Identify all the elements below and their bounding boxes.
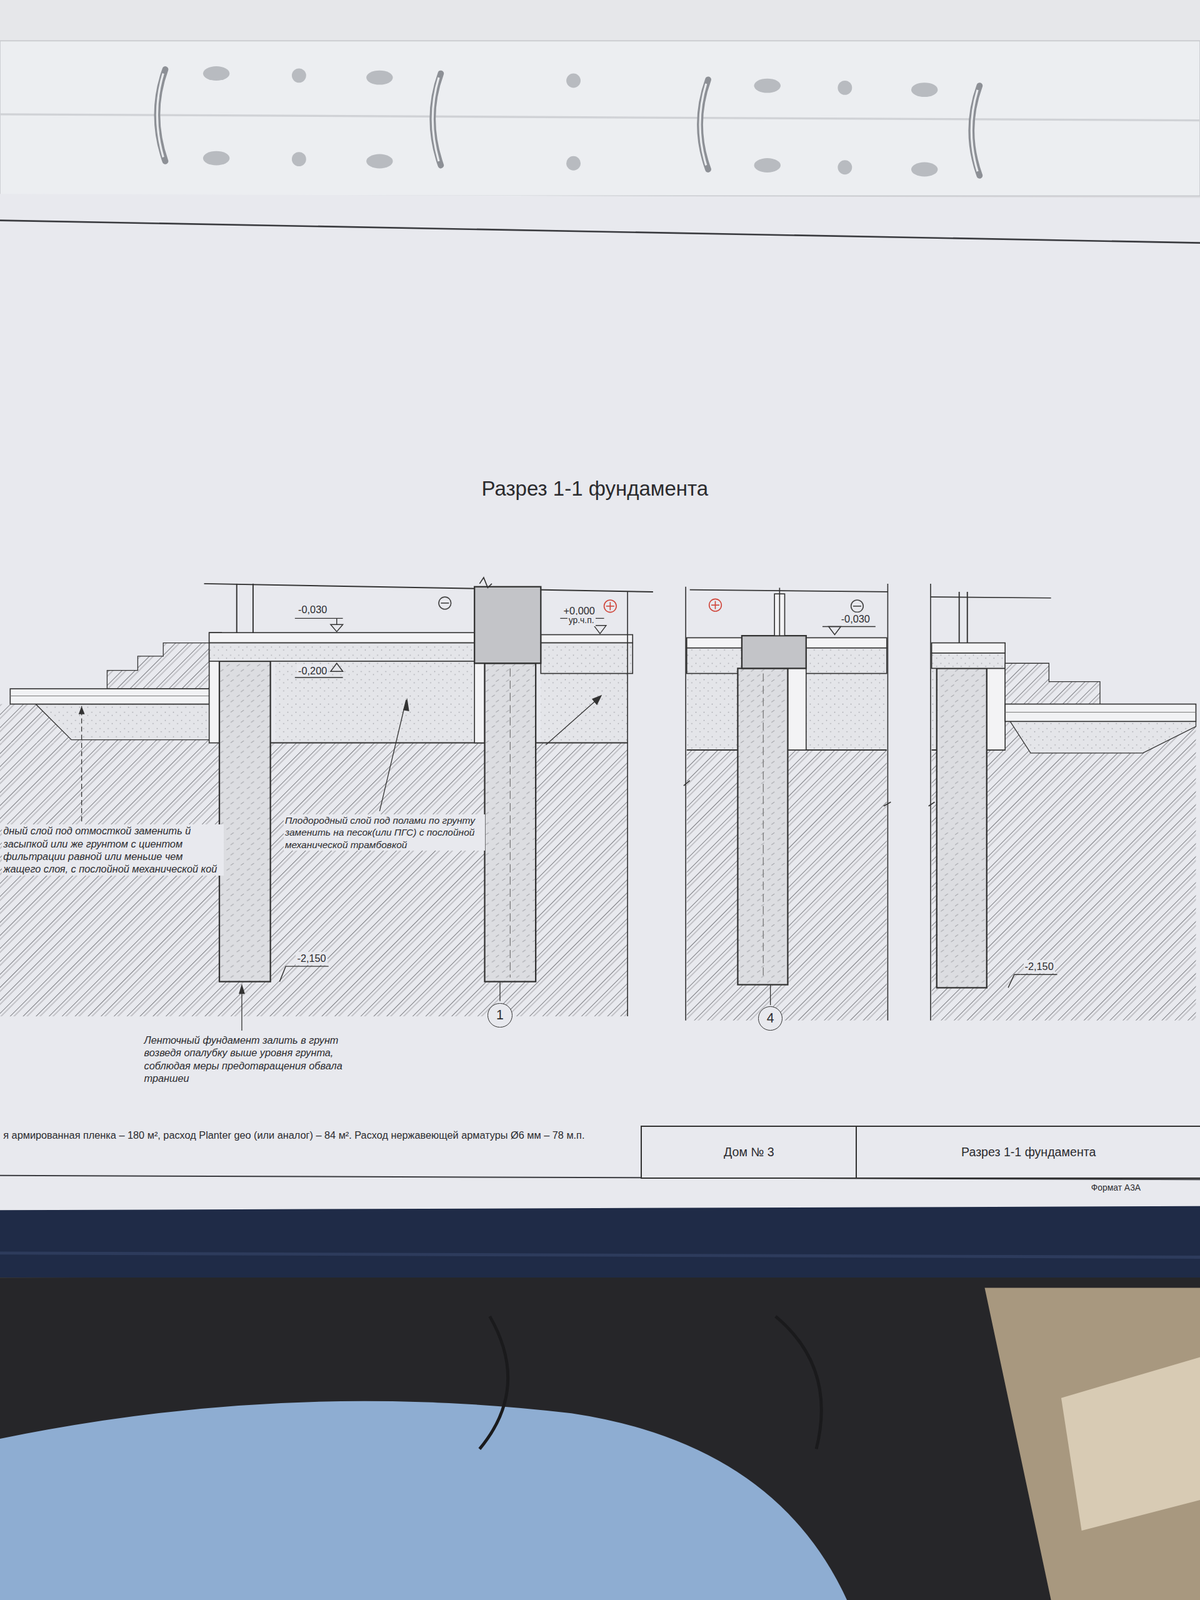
- level-mark: -0,030: [296, 603, 329, 616]
- level-mark: -2,150: [1023, 960, 1055, 973]
- construction-note: Ленточный фундамент залить в грунт возве…: [143, 1033, 355, 1085]
- sheet-format: Формат А3А: [1090, 1182, 1142, 1194]
- axis-number: 4: [766, 1010, 775, 1026]
- construction-note: дный слой под отмосткой заменить й засып…: [1, 824, 224, 875]
- level-mark: -0,200: [296, 664, 329, 677]
- level-mark: -2,150: [295, 951, 327, 965]
- title-block-cell: Разрез 1-1 фундамента: [856, 1125, 1200, 1179]
- axis-marker: 1: [487, 1003, 512, 1028]
- level-note: ур.ч.п.: [567, 615, 596, 626]
- title-block-text: Разрез 1-1 фундамента: [961, 1145, 1096, 1160]
- title-block-cell: Дом № 3: [640, 1125, 857, 1179]
- axis-number: 1: [496, 1007, 504, 1023]
- construction-note: Плодородный слой под полами по грунту за…: [283, 814, 485, 851]
- level-mark: -0,030: [840, 612, 872, 625]
- axis-marker: 4: [758, 1006, 783, 1031]
- title-block-text: Дом № 3: [723, 1145, 775, 1160]
- material-note: я армированная пленка – 180 м², расход P…: [1, 1128, 586, 1142]
- drawing-title: Разрез 1-1 фундамента: [481, 475, 709, 502]
